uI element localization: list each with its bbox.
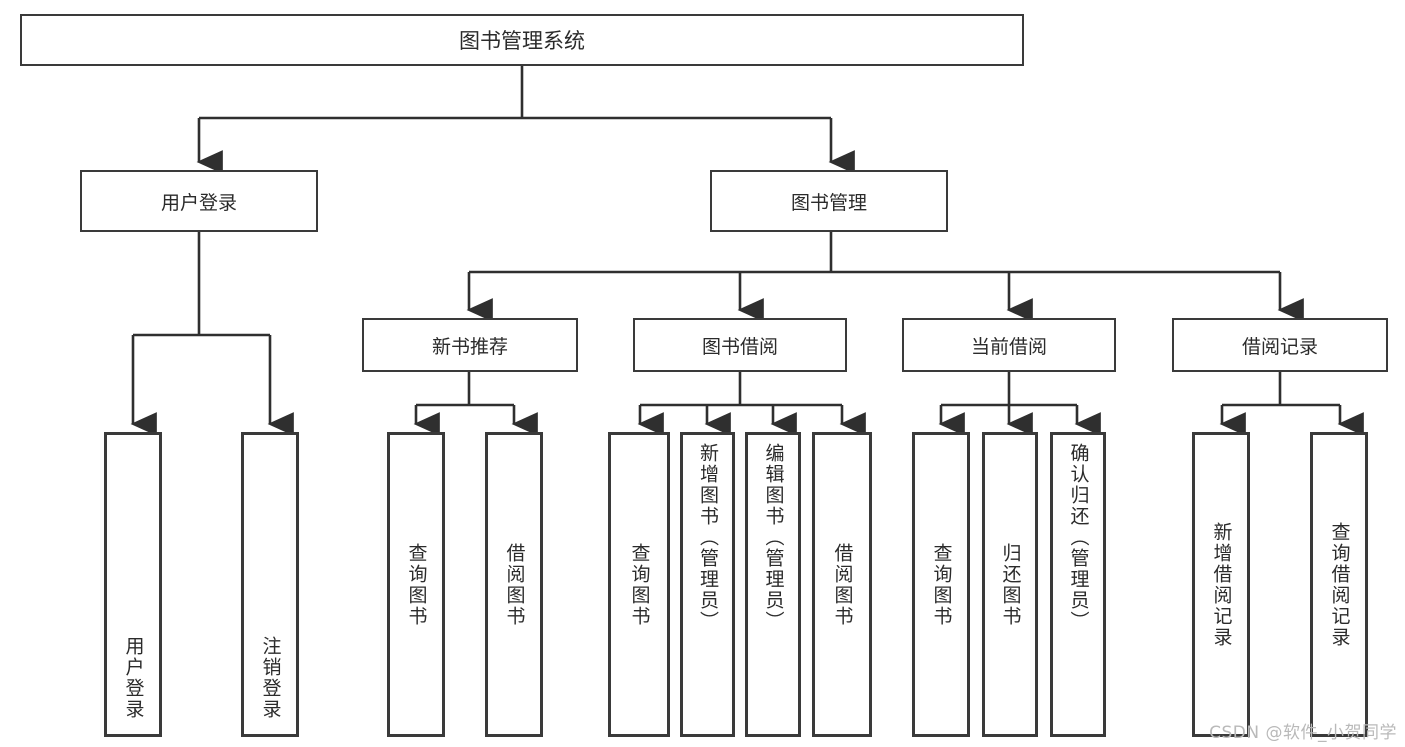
leaf-borrow-book-recommend-label: 借阅图书: [503, 542, 526, 627]
leaf-query-book-borrow[interactable]: 查询图书: [608, 432, 670, 737]
leaf-query-book-borrow-label: 查询图书: [628, 542, 651, 627]
leaf-query-borrow-record-label: 查询借阅记录: [1328, 521, 1351, 648]
node-current-borrow-label: 当前借阅: [970, 335, 1047, 358]
node-book-borrow-label: 图书借阅: [701, 335, 778, 358]
node-borrow-record[interactable]: 借阅记录: [1172, 318, 1388, 372]
leaf-logout[interactable]: 注销登录: [241, 432, 299, 737]
leaf-return-book-label: 归还图书: [999, 542, 1022, 627]
leaf-return-book[interactable]: 归还图书: [982, 432, 1038, 737]
leaf-user-login-label: 用户登录: [122, 636, 145, 720]
leaf-add-borrow-record-label: 新增借阅记录: [1210, 521, 1233, 648]
node-book-borrow[interactable]: 图书借阅: [633, 318, 847, 372]
node-root-label: 图书管理系统: [459, 29, 585, 53]
node-new-book-recommend-label: 新书推荐: [431, 335, 508, 358]
leaf-user-login[interactable]: 用户登录: [104, 432, 162, 737]
leaf-confirm-return[interactable]: 确认归还（管理员）: [1050, 432, 1106, 737]
node-root[interactable]: 图书管理系统: [20, 14, 1024, 66]
leaf-logout-label: 注销登录: [259, 636, 282, 720]
watermark: CSDN @软件_小贺同学: [1209, 723, 1397, 743]
leaf-add-book[interactable]: 新增图书（管理员）: [680, 432, 735, 737]
leaf-query-book-current-label: 查询图书: [930, 542, 953, 627]
leaf-add-borrow-record[interactable]: 新增借阅记录: [1192, 432, 1250, 737]
leaf-add-book-label: 新增图书（管理员）: [697, 443, 719, 632]
node-borrow-record-label: 借阅记录: [1241, 335, 1318, 358]
leaf-borrow-book-label: 借阅图书: [831, 542, 854, 627]
leaf-edit-book-label: 编辑图书（管理员）: [762, 443, 785, 632]
leaf-confirm-return-label: 确认归还（管理员）: [1067, 443, 1090, 632]
node-book-management[interactable]: 图书管理: [710, 170, 948, 232]
node-current-borrow[interactable]: 当前借阅: [902, 318, 1116, 372]
leaf-query-book-current[interactable]: 查询图书: [912, 432, 970, 737]
node-user-login[interactable]: 用户登录: [80, 170, 318, 232]
leaf-borrow-book-recommend[interactable]: 借阅图书: [485, 432, 543, 737]
leaf-query-book-recommend[interactable]: 查询图书: [387, 432, 445, 737]
node-user-login-label: 用户登录: [160, 191, 237, 214]
leaf-query-book-recommend-label: 查询图书: [405, 542, 428, 627]
leaf-edit-book[interactable]: 编辑图书（管理员）: [745, 432, 801, 737]
leaf-query-borrow-record[interactable]: 查询借阅记录: [1310, 432, 1368, 737]
leaf-borrow-book[interactable]: 借阅图书: [812, 432, 872, 737]
node-book-management-label: 图书管理: [790, 191, 867, 214]
node-new-book-recommend[interactable]: 新书推荐: [362, 318, 578, 372]
